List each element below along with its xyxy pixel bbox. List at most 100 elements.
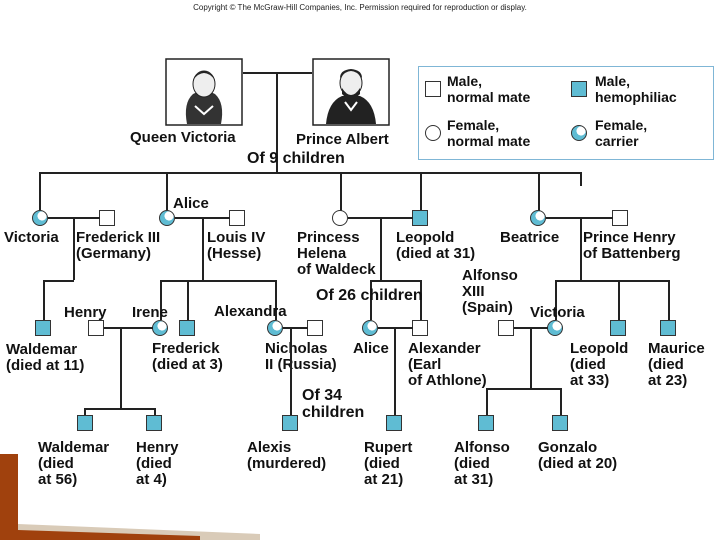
gonzalo-hemophiliac-symbol: [552, 415, 568, 431]
frederick-hemophiliac-symbol: [179, 320, 195, 336]
princess-helena-label: Princess Helena of Waldeck: [297, 229, 376, 278]
victoria-carrier-symbol: [32, 210, 48, 226]
drop-victoria-gen3: [555, 280, 557, 320]
drop-victoria: [39, 172, 41, 212]
of-26-children-label: Of 26 children: [316, 287, 423, 304]
drop-extra: [580, 172, 582, 186]
victoria-gen3-label: Victoria: [530, 304, 585, 321]
drop-alice: [166, 172, 168, 212]
beatrice-label: Beatrice: [500, 229, 560, 246]
alfonso-gen4-label: Alfonso (died at 31): [454, 439, 510, 488]
drop-alexandra: [275, 280, 277, 320]
gonzalo-label: Gonzalo (died at 20): [538, 439, 618, 472]
victoria-label: Victoria: [4, 229, 59, 246]
sibship-helena-leopold: [370, 280, 422, 282]
frederick-label: Frederick (died at 3): [152, 340, 223, 373]
beatrice-carrier-symbol: [530, 210, 546, 226]
queen-victoria-portrait: [165, 58, 243, 126]
alexandra-label: Alexandra: [214, 303, 287, 320]
drop-frederick: [187, 280, 189, 320]
male-hemophiliac-symbol: [571, 81, 587, 97]
alexander-symbol: [412, 320, 428, 336]
drop-waldemar: [43, 280, 45, 320]
male-normal-symbol: [425, 81, 441, 97]
louis-iv-label: Louis IV (Hesse): [207, 229, 266, 262]
waldemar-gen4-label: Waldemar (died at 56): [38, 439, 110, 488]
drop-leopold-gen3: [618, 280, 620, 320]
nicholas-label: Nicholas II (Russia): [265, 340, 337, 373]
legend-male-normal: Male, normal mate: [447, 73, 531, 105]
drop-beatrice: [538, 172, 540, 212]
frederick-iii-label: Frederick III (Germany): [76, 229, 161, 262]
irene-label: Irene: [132, 304, 168, 321]
sibship-line-gen2: [39, 172, 581, 174]
alice-gen3-carrier-symbol: [362, 320, 378, 336]
princess-helena-symbol: [332, 210, 348, 226]
leopold-hemophiliac-symbol: [412, 210, 428, 226]
rupert-hemophiliac-symbol: [386, 415, 402, 431]
nicholas-ii-symbol: [307, 320, 323, 336]
drop-alexander: [420, 280, 422, 320]
prince-albert-portrait: [312, 58, 390, 126]
legend: Male, normal mate Male, hemophiliac Fema…: [418, 66, 714, 160]
drop-irene: [160, 280, 162, 320]
descent-alice-louis: [202, 218, 204, 280]
drop-waldemar-gen4: [84, 408, 86, 416]
sibship-victoria-frederick: [43, 280, 74, 282]
queen-victoria-label: Queen Victoria: [130, 129, 236, 146]
alexis-hemophiliac-symbol: [282, 415, 298, 431]
descent-alice-alexander: [394, 328, 396, 416]
rupert-label: Rupert (died at 21): [364, 439, 413, 488]
alexander-label: Alexander (Earl of Athlone): [408, 340, 487, 389]
henry-gen4-hemophiliac-symbol: [146, 415, 162, 431]
louis-iv-symbol: [229, 210, 245, 226]
marriage-alexandra-nicholas: [283, 327, 308, 329]
frederick-iii-symbol: [99, 210, 115, 226]
decorative-corner: [0, 454, 260, 540]
waldemar-hemophiliac-symbol: [35, 320, 51, 336]
maurice-label: Maurice (died at 23): [648, 340, 705, 389]
leopold-gen3-hemophiliac-symbol: [610, 320, 626, 336]
legend-male-hemophiliac: Male, hemophiliac: [595, 73, 677, 105]
alfonso-xiii-symbol: [498, 320, 514, 336]
descent-alfonso-victoria: [530, 328, 532, 388]
descent-line-gen1: [276, 72, 278, 174]
drop-alfonso-gen4: [486, 388, 488, 416]
alfonso-xiii-label: Alfonso XIII (Spain): [462, 267, 518, 316]
alfonso-gen4-hemophiliac-symbol: [478, 415, 494, 431]
henry-label: Henry: [64, 304, 107, 321]
maurice-hemophiliac-symbol: [660, 320, 676, 336]
drop-maurice: [668, 280, 670, 320]
drop-leopold: [420, 172, 422, 212]
descent-henry-irene: [120, 328, 122, 408]
descent-beatrice-henry: [580, 218, 582, 280]
of-9-children-label: Of 9 children: [247, 150, 345, 167]
leopold-label: Leopold (died at 31): [396, 229, 476, 262]
descent-alexandra-nicholas: [290, 328, 292, 416]
alice-gen3-label: Alice: [353, 340, 389, 357]
sibship-alfonso-victoria: [486, 388, 562, 390]
sibship-henry-irene: [84, 408, 156, 410]
marriage-henry-irene: [104, 327, 153, 329]
drop-helena: [340, 172, 342, 212]
drop-gonzalo: [560, 388, 562, 416]
sibship-alice-louis: [160, 280, 276, 282]
descent-victoria-frederick: [73, 218, 75, 280]
copyright-notice: Copyright © The McGraw-Hill Companies, I…: [193, 3, 527, 12]
prince-albert-label: Prince Albert: [296, 131, 389, 148]
drop-alice-gen3: [370, 280, 372, 320]
victoria-gen3-carrier-symbol: [547, 320, 563, 336]
of-34-children-label: Of 34 children: [302, 387, 365, 421]
waldemar-label: Waldemar (died at 11): [6, 341, 85, 374]
descent-helena-leopold: [380, 218, 382, 280]
female-carrier-symbol: [571, 125, 587, 141]
legend-female-carrier: Female, carrier: [595, 117, 648, 149]
alice-carrier-symbol: [159, 210, 175, 226]
drop-henry-gen4: [154, 408, 156, 416]
henry-symbol: [88, 320, 104, 336]
leopold-gen3-label: Leopold (died at 33): [570, 340, 629, 389]
waldemar-gen4-hemophiliac-symbol: [77, 415, 93, 431]
prince-henry-label: Prince Henry of Battenberg: [583, 229, 681, 262]
female-normal-symbol: [425, 125, 441, 141]
